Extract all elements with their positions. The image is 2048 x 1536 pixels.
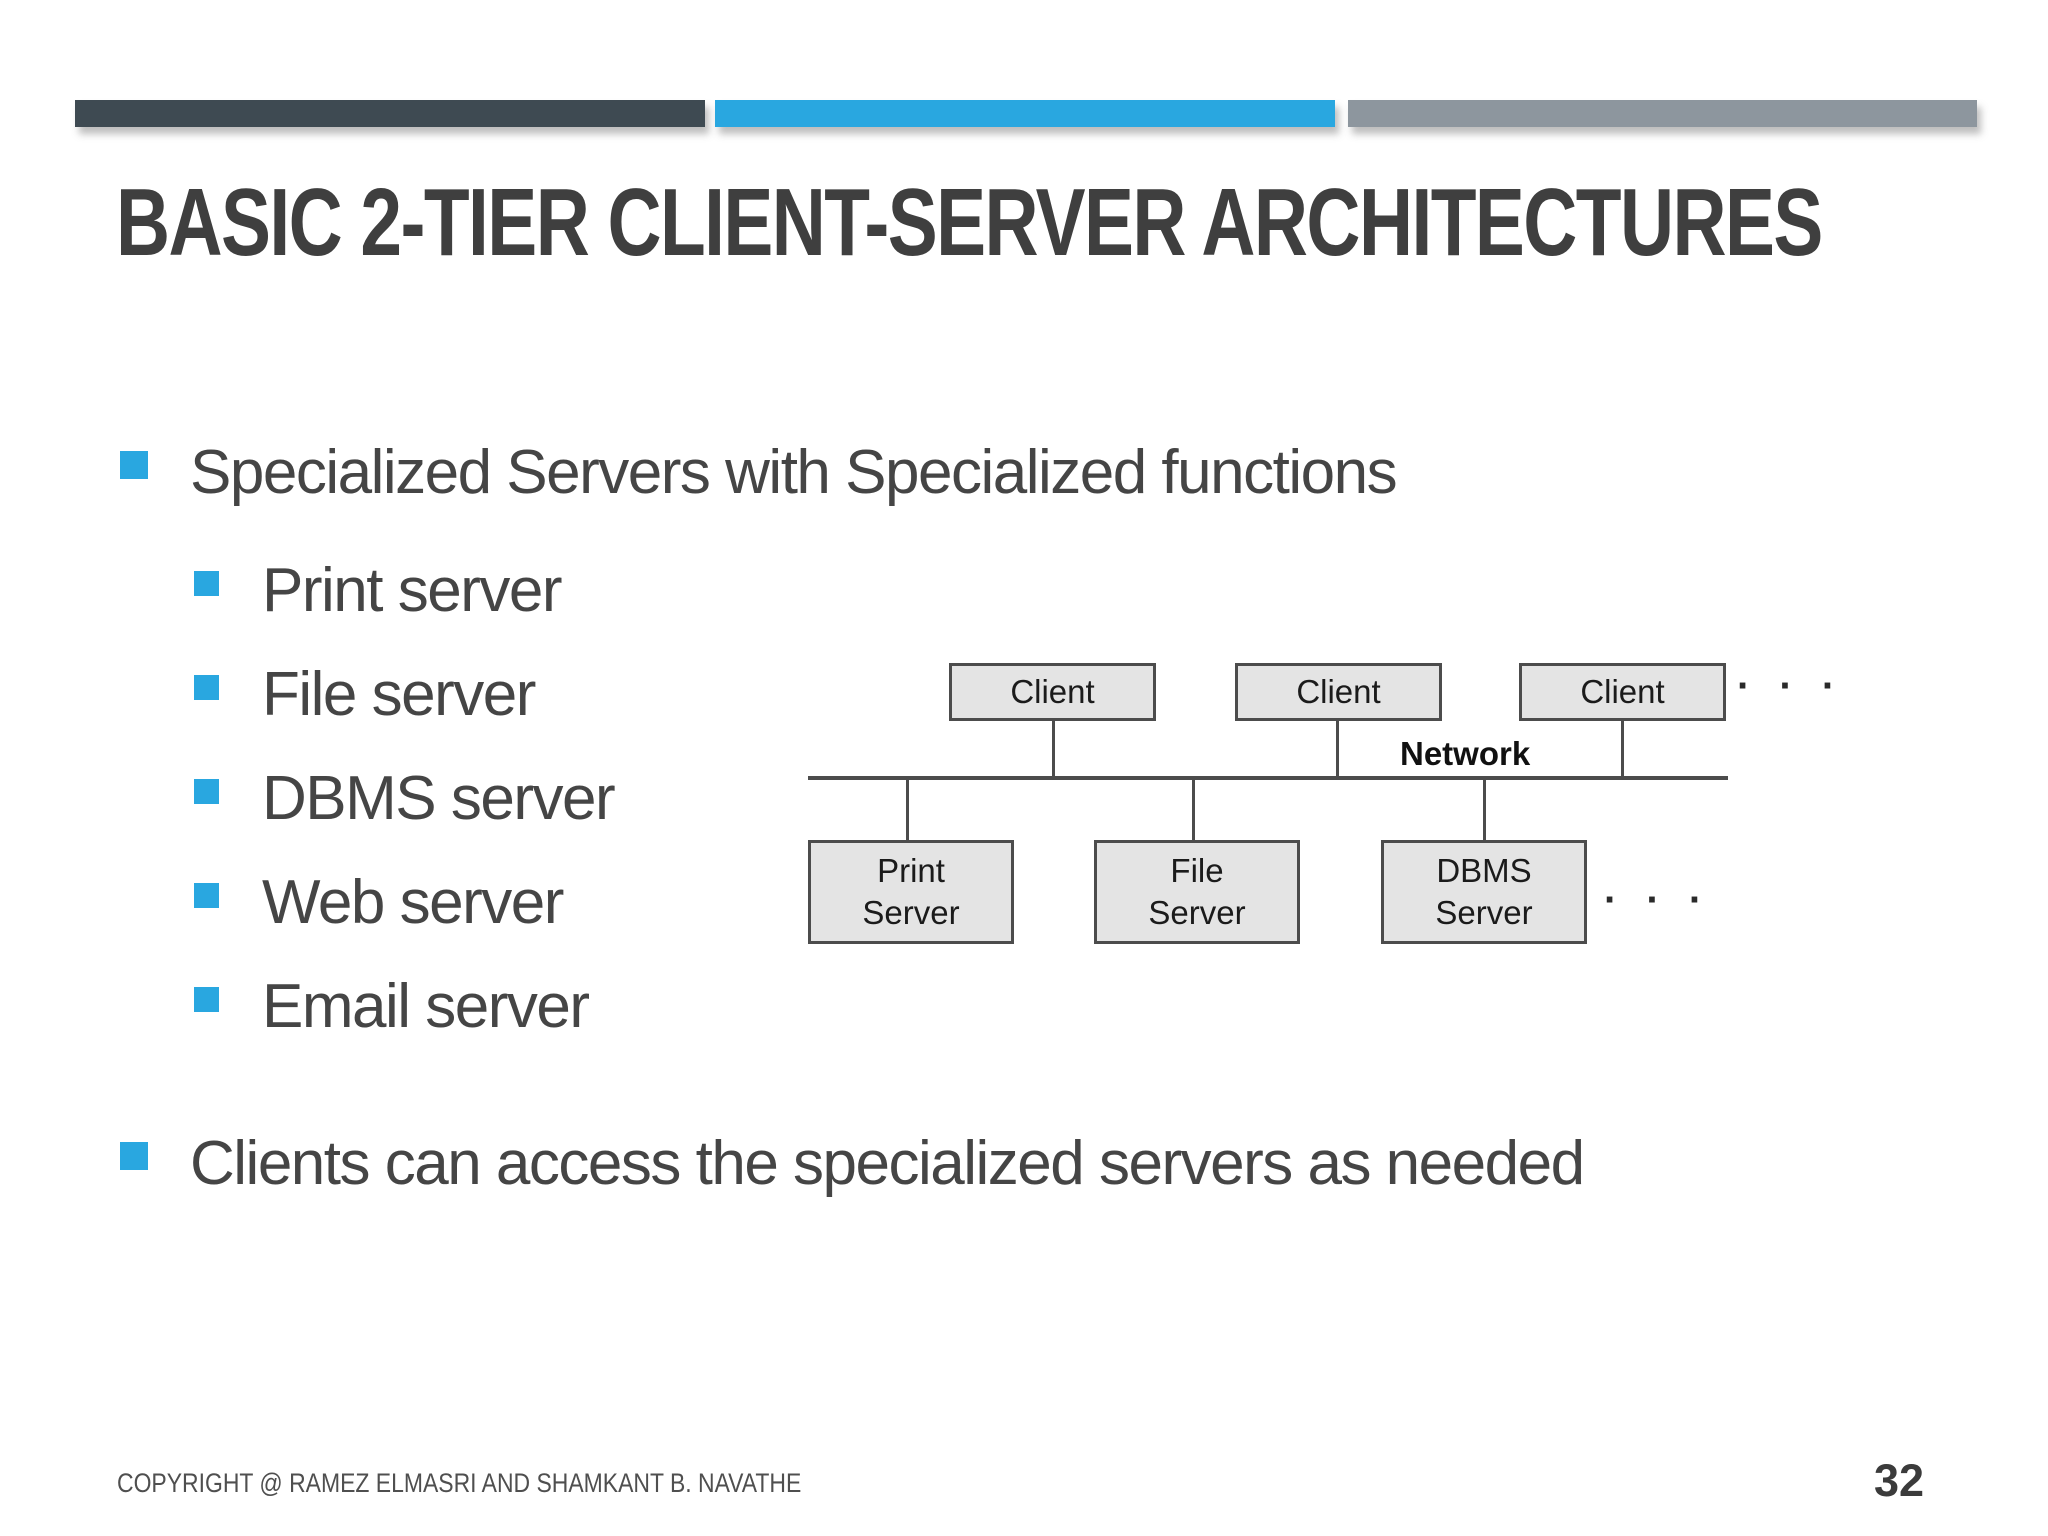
bullet-square-icon — [194, 986, 219, 1012]
server-box-label-line1: DBMS — [1436, 852, 1532, 889]
ellipsis-more-servers: · · · — [1604, 878, 1712, 922]
bullet-square-icon — [194, 570, 219, 596]
sub-bullet-item-email-server: Email server — [194, 966, 590, 1046]
dbms-server-box: DBMS Server — [1381, 840, 1587, 944]
bullet-text: Clients can access the specialized serve… — [190, 1128, 1585, 1198]
client-box-1: Client — [949, 663, 1156, 721]
client-box-3: Client — [1519, 663, 1726, 721]
sub-bullet-item-print-server: Print server — [194, 550, 562, 630]
server-box-label-line2: Server — [1435, 894, 1533, 931]
sub-bullet-item-file-server: File server — [194, 654, 536, 734]
client-box-2: Client — [1235, 663, 1442, 721]
bullet-square-icon — [194, 882, 219, 908]
print-server-box: Print Server — [808, 840, 1014, 944]
sub-bullet-item-web-server: Web server — [194, 862, 564, 942]
server-box-label-line1: Print — [877, 852, 945, 889]
connector-line-client-2 — [1336, 721, 1339, 778]
top-bar-blue — [715, 100, 1335, 127]
bullet-item-specialized-servers: Specialized Servers with Specialized fun… — [120, 432, 1398, 512]
connector-line-print-server — [906, 780, 909, 840]
bullet-text: Specialized Servers with Specialized fun… — [190, 437, 1398, 507]
file-server-box: File Server — [1094, 840, 1300, 944]
bullet-text: File server — [262, 659, 536, 729]
connector-line-client-3 — [1621, 721, 1624, 778]
bullet-square-icon — [120, 1142, 148, 1170]
bullet-square-icon — [194, 778, 219, 804]
slide-title: BASIC 2-TIER CLIENT-SERVER ARCHITECTURES — [116, 169, 1823, 276]
client-box-label: Client — [1580, 673, 1665, 710]
network-label: Network — [1400, 735, 1531, 772]
sub-bullet-item-dbms-server: DBMS server — [194, 758, 616, 838]
connector-line-client-1 — [1052, 721, 1055, 778]
server-box-label-line2: Server — [862, 894, 960, 931]
bullet-text: Print server — [262, 555, 562, 625]
connector-line-dbms-server — [1483, 780, 1486, 840]
bullet-text: Web server — [262, 867, 564, 937]
bullet-item-clients-access: Clients can access the specialized serve… — [120, 1123, 1585, 1203]
client-box-label: Client — [1010, 673, 1095, 710]
copyright-text: COPYRIGHT @ RAMEZ ELMASRI AND SHAMKANT B… — [117, 1468, 802, 1498]
client-box-label: Client — [1296, 673, 1381, 710]
top-bar-dark — [75, 100, 705, 127]
bullet-square-icon — [194, 674, 219, 700]
server-box-label-line2: Server — [1148, 894, 1246, 931]
ellipsis-more-clients: · · · — [1737, 664, 1845, 708]
connector-line-file-server — [1192, 780, 1195, 840]
top-bar-gray — [1348, 100, 1977, 127]
network-bus-line — [808, 776, 1728, 780]
bullet-text: Email server — [262, 971, 590, 1041]
page-number: 32 — [1874, 1455, 1925, 1506]
bullet-text: DBMS server — [262, 763, 616, 833]
server-box-label-line1: File — [1170, 852, 1224, 889]
bullet-square-icon — [120, 451, 148, 479]
